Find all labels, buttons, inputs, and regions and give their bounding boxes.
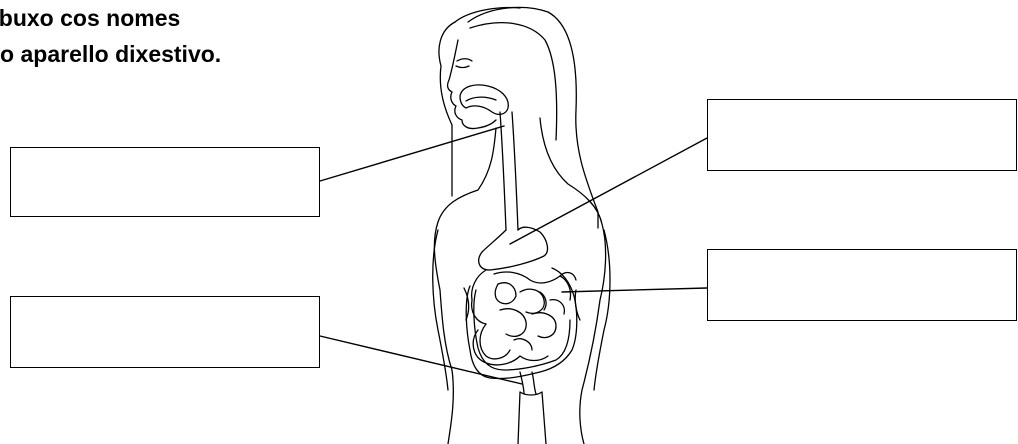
answer-box-bottom-left[interactable] (10, 296, 320, 368)
small-intestine (472, 270, 571, 365)
stomach (479, 227, 548, 270)
pelvis (518, 392, 546, 444)
eye (456, 59, 472, 68)
leader-line-top-left (320, 126, 504, 181)
leader-line-top-right (510, 138, 707, 244)
face-outline (448, 40, 496, 129)
leader-line-bottom-left (320, 336, 522, 384)
answer-box-top-left[interactable] (10, 147, 320, 217)
hair-outline (439, 7, 598, 228)
arm-right (594, 230, 610, 390)
leader-line-bottom-right (562, 288, 707, 292)
esophagus (500, 112, 518, 230)
answer-box-top-right[interactable] (707, 99, 1017, 171)
hair-strands (455, 8, 557, 140)
answer-box-bottom-right[interactable] (707, 249, 1017, 321)
neck-left (434, 128, 496, 444)
tongue (466, 97, 496, 101)
